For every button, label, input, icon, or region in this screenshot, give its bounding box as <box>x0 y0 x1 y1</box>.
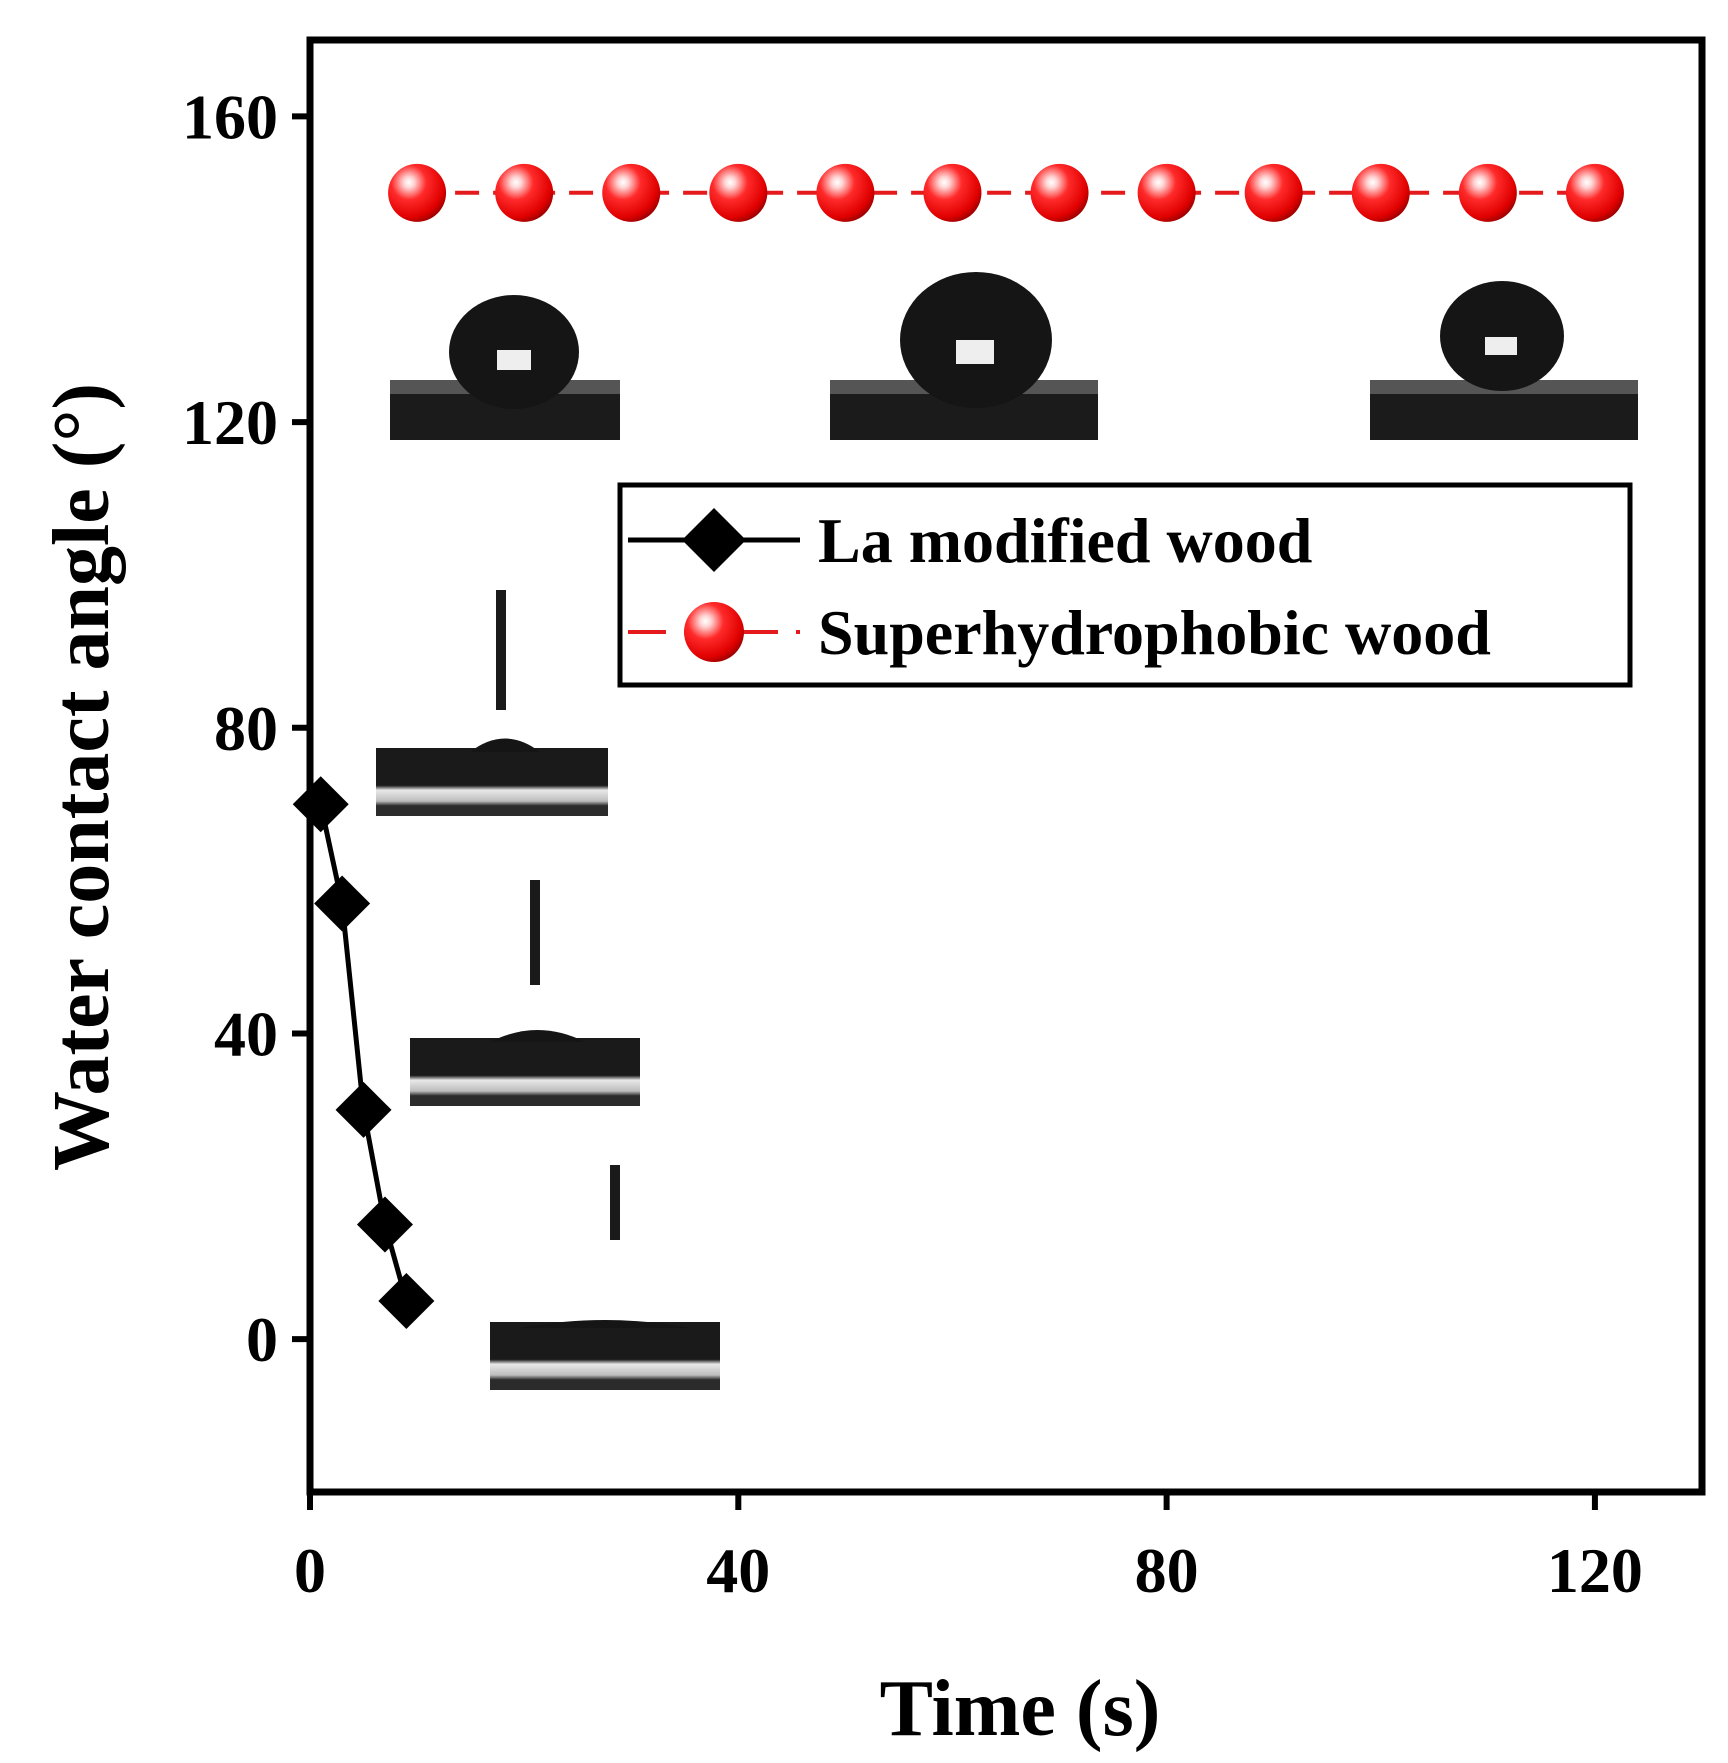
y-tick-label: 120 <box>182 387 278 458</box>
legend-label-la: La modified wood <box>818 505 1312 576</box>
y-tick-label: 40 <box>214 998 278 1069</box>
droplet-photo-3 <box>1370 281 1638 440</box>
data-point-super <box>1244 163 1303 222</box>
y-tick-label: 160 <box>182 81 278 152</box>
data-point-la <box>335 1081 392 1138</box>
x-tick-label: 120 <box>1547 1535 1643 1606</box>
data-point-la <box>314 875 371 932</box>
data-point-super <box>1565 163 1624 222</box>
spreading-photo-2 <box>410 880 640 1106</box>
spreading-photo-3 <box>490 1165 720 1390</box>
data-point-la <box>292 776 349 833</box>
y-tick-label: 80 <box>214 693 278 764</box>
x-tick-label: 80 <box>1135 1535 1199 1606</box>
y-tick-label: 0 <box>246 1304 278 1375</box>
droplet-photo-2 <box>830 272 1098 440</box>
data-point-super <box>923 163 982 222</box>
data-point-super <box>1137 163 1196 222</box>
data-point-super <box>602 163 661 222</box>
data-point-super <box>1458 163 1517 222</box>
x-tick-label: 40 <box>706 1535 770 1606</box>
legend-sphere-icon <box>684 602 744 662</box>
data-point-super <box>816 163 875 222</box>
data-point-super <box>1030 163 1089 222</box>
data-point-la <box>378 1272 435 1329</box>
data-point-super <box>709 163 768 222</box>
legend-box <box>617 482 1633 688</box>
droplet-photo-1 <box>390 295 620 440</box>
legend-label-super: Superhydrophobic wood <box>818 597 1491 668</box>
spreading-photo-1 <box>376 590 608 816</box>
legend: La modified wood Superhydrophobic wood <box>617 482 1633 688</box>
x-axis-title: Time (s) <box>880 1665 1161 1753</box>
data-point-la <box>356 1196 413 1253</box>
plot-frame <box>306 36 1706 1496</box>
data-point-super <box>388 163 447 222</box>
y-axis-title: Water contact angle (°) <box>38 383 126 1171</box>
x-tick-label: 0 <box>294 1535 326 1606</box>
legend-diamond-icon <box>682 508 746 572</box>
data-point-super <box>495 163 554 222</box>
data-point-super <box>1351 163 1410 222</box>
